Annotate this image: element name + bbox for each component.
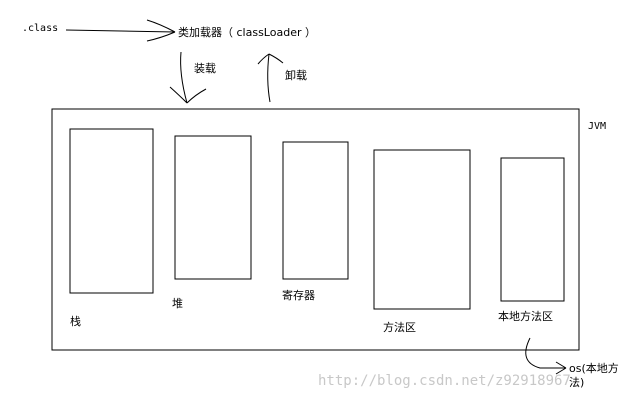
class-file-label: .class bbox=[22, 23, 58, 34]
unload-label: 卸载 bbox=[285, 68, 307, 82]
load-label: 装载 bbox=[194, 62, 216, 75]
watermark-text: http://blog.csdn.net/z92918967 bbox=[318, 373, 571, 389]
heap-box bbox=[174, 135, 252, 280]
register-box bbox=[282, 141, 349, 280]
class-loader-label: 类加载器（ classLoader ） bbox=[178, 25, 316, 39]
stack-label: 栈 bbox=[70, 314, 81, 328]
stack-box bbox=[69, 128, 154, 294]
os-label-line1: os(本地方 bbox=[569, 361, 619, 375]
heap-label: 堆 bbox=[172, 297, 183, 310]
class-to-loader-arrow bbox=[65, 19, 176, 42]
method-area-box bbox=[373, 149, 471, 310]
load-arrow bbox=[169, 51, 207, 104]
os-label-line2: 法) bbox=[569, 375, 584, 389]
native-method-area-label: 本地方法区 bbox=[498, 309, 553, 323]
jvm-label: JVM bbox=[588, 121, 606, 132]
register-label: 寄存器 bbox=[282, 288, 315, 302]
native-method-area-box bbox=[500, 157, 565, 302]
method-area-label: 方法区 bbox=[383, 320, 416, 334]
unload-arrow bbox=[257, 53, 284, 103]
native-to-os-arrow bbox=[525, 337, 567, 375]
